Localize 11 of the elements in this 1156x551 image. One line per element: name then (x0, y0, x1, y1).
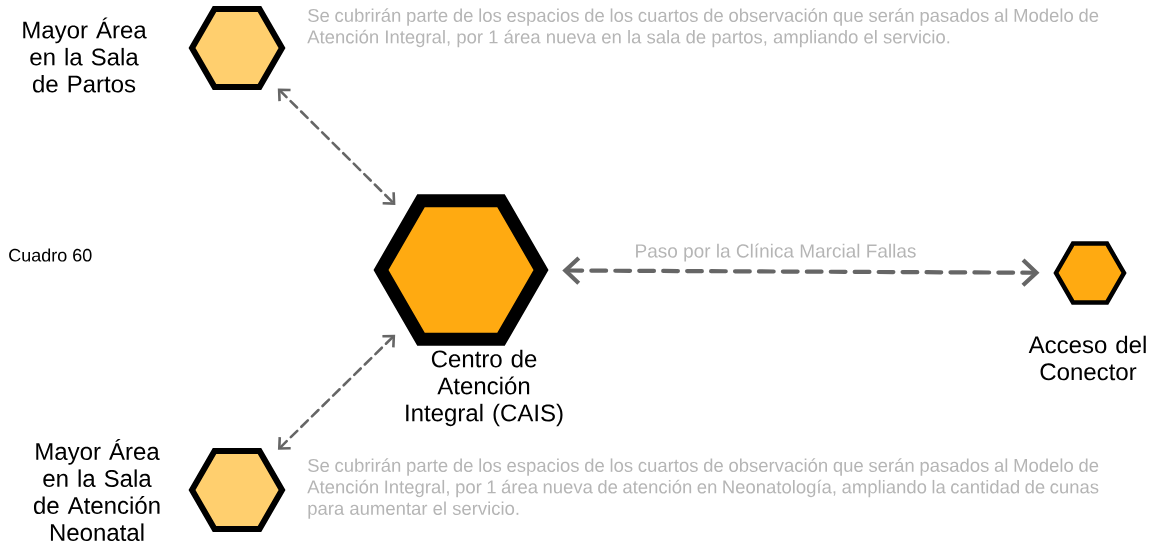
node-label: Mayor Área en la Sala de Partos (23, 17, 147, 93)
description-text: Se cubrirán parte de los espacios de los cuartos de observación que serán pasados al Modelo de Atención Integral, por 1 área nueva de atención en Neonatología, ampliando la cantidad de cunas para aumentar el servicio. (307, 458, 1099, 519)
arrow (562, 256, 1040, 287)
node-label: Acceso del Conector (1028, 335, 1146, 381)
node-label: Mayor Área en la Sala de Atención Neonatal (33, 438, 160, 541)
arrow (277, 88, 396, 205)
description-text: Se cubrirán parte de los espacios de los cuartos de observación que serán pasados al Modelo de Atención Integral, por 1 área nueva en la sala de partos, ampliando el servicio. (307, 8, 1099, 48)
arrow (277, 334, 396, 450)
edge-label: Paso por la Clínica Marcial Fallas (633, 242, 918, 263)
table-label: Cuadro 60 (9, 248, 92, 262)
node-label: Centro de Atención Integral (CAIS) (406, 349, 563, 427)
